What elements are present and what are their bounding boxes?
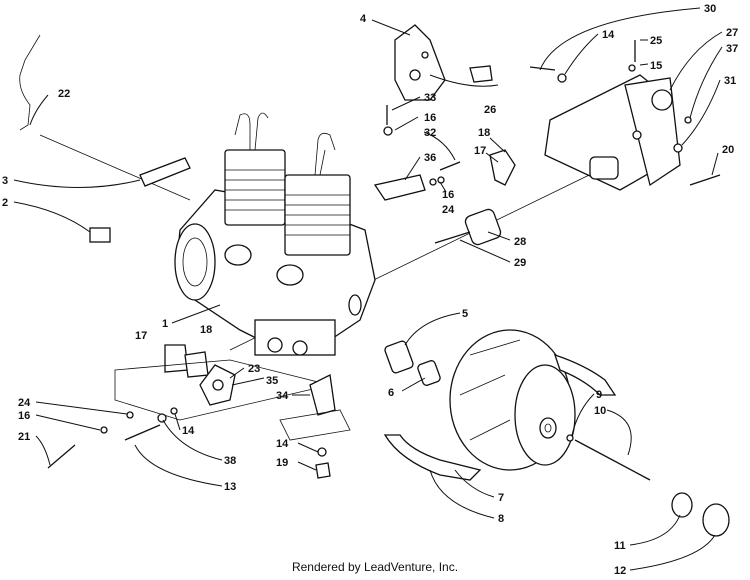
part-2-decal (89, 227, 111, 243)
callout-22: 22 (58, 88, 70, 100)
callout-10: 10 (594, 405, 606, 417)
callout-14c: 14 (182, 425, 195, 437)
part-21-bolt (47, 444, 76, 469)
callout-leaders (13, 7, 723, 571)
callout-33: 33 (424, 92, 436, 104)
callout-31: 31 (724, 75, 736, 87)
callout-38: 38 (224, 455, 236, 467)
callout-18b: 18 (200, 324, 212, 336)
part-20-bolt (689, 174, 721, 186)
callout-7: 7 (498, 492, 504, 504)
part-34-mount (279, 374, 351, 441)
part-motor-mount-rear (589, 156, 619, 180)
part-28-mount (464, 208, 502, 246)
part-10-bolt (574, 439, 651, 481)
footer-credit: Rendered by LeadVenture, Inc. (291, 560, 459, 574)
part-3-decal (139, 157, 191, 187)
callout-34: 34 (276, 390, 289, 402)
callout-12: 12 (614, 565, 626, 577)
callout-28: 28 (514, 236, 526, 248)
callout-3: 3 (2, 175, 8, 187)
part-31-nut (673, 143, 683, 153)
callout-26: 26 (484, 104, 496, 116)
cylinder-fins (225, 169, 350, 236)
callout-24b: 24 (18, 397, 31, 409)
callout-16b: 16 (442, 189, 454, 201)
part-37-washer (684, 116, 692, 124)
part-38-washer (157, 413, 167, 423)
part-18-shim (184, 351, 209, 378)
callout-13: 13 (224, 481, 236, 493)
callout-19: 19 (276, 457, 288, 469)
part-16c-washer (100, 426, 108, 434)
callout-17b: 17 (135, 330, 147, 342)
part-32-bolt (439, 161, 461, 171)
callout-18: 18 (478, 127, 490, 139)
callout-17: 17 (474, 145, 486, 157)
callout-5: 5 (462, 308, 468, 320)
callout-8: 8 (498, 513, 504, 525)
callout-25: 25 (650, 35, 662, 47)
callout-16: 16 (424, 112, 436, 124)
part-24a-nut (437, 176, 445, 184)
callout-14: 14 (602, 29, 615, 41)
callout-6: 6 (388, 387, 394, 399)
part-7-drive-clutch (449, 329, 576, 471)
callout-36: 36 (424, 152, 436, 164)
part-18-17-shim (489, 149, 516, 186)
callout-23: 23 (248, 363, 260, 375)
part-17-shim (164, 344, 189, 373)
engine-assembly (174, 112, 376, 356)
guide-line-22 (39, 134, 191, 201)
callout-27: 27 (726, 27, 738, 39)
callout-30: 30 (704, 3, 716, 15)
callout-14b: 14 (276, 438, 289, 450)
callout-20: 20 (722, 144, 734, 156)
part-8-belt-left (383, 434, 482, 481)
part-16-washer (383, 126, 393, 136)
part-14-washer (557, 73, 567, 83)
callout-32: 32 (424, 127, 436, 139)
part-15-nut (628, 64, 636, 72)
part-4-bracket (394, 24, 446, 101)
part-16b-washer (429, 178, 437, 186)
callout-35: 35 (266, 375, 278, 387)
callout-9: 9 (596, 389, 602, 401)
part-5-spacer (384, 340, 414, 374)
callout-labels: 22 4 30 14 25 15 27 37 31 26 33 16 32 18… (2, 3, 738, 577)
callout-15: 15 (650, 60, 662, 72)
part-11-washer (671, 492, 693, 518)
callout-4: 4 (360, 13, 367, 25)
part-29-stud (434, 231, 471, 244)
frame-rail (114, 359, 331, 421)
part-24b-nut (126, 411, 134, 419)
callout-24: 24 (442, 204, 455, 216)
part-26-clip (469, 65, 493, 83)
callout-16c: 16 (18, 410, 30, 422)
part-30-bolt (529, 66, 556, 71)
part-12-cap (702, 503, 730, 537)
part-6-spacer (417, 360, 441, 386)
callout-29: 29 (514, 257, 526, 269)
part-22-cable (19, 34, 41, 131)
part-19-nut (315, 462, 331, 479)
part-9-washer (566, 434, 574, 442)
part-13-bolt (124, 424, 161, 441)
callout-2: 2 (2, 197, 8, 209)
part-14c-washer (317, 447, 327, 457)
part-36-bracket (373, 174, 426, 201)
callout-1: 1 (162, 318, 168, 330)
part-8-belt-right (553, 353, 617, 396)
callout-37: 37 (726, 43, 738, 55)
part-35-mount (199, 364, 236, 406)
callout-11: 11 (614, 540, 626, 552)
part-14b-washer (170, 407, 178, 415)
callout-21: 21 (18, 431, 30, 443)
part-27-plate (544, 74, 681, 191)
